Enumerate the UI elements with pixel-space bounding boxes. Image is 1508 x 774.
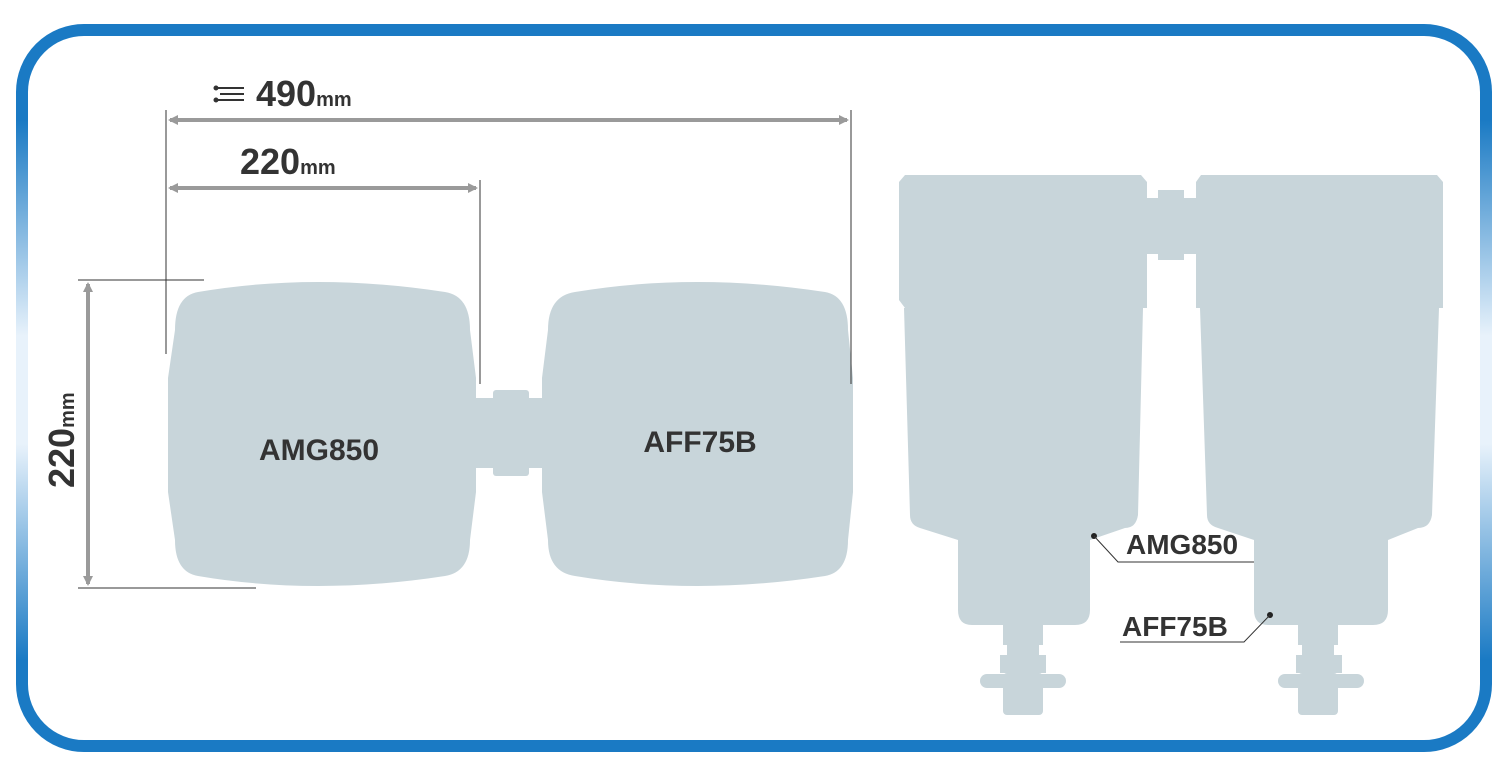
frame-side-left bbox=[16, 120, 28, 660]
dimension-490-label: 490mm bbox=[256, 73, 352, 114]
side-view-right-unit bbox=[1196, 175, 1443, 715]
side-callout-label-1: AMG850 bbox=[1126, 529, 1238, 560]
top-view-left-label: AMG850 bbox=[259, 434, 379, 467]
dimension-lines bbox=[78, 110, 852, 589]
connector-nut bbox=[493, 390, 529, 476]
top-view-right-unit bbox=[542, 282, 853, 586]
dimension-220-height-label: 220mm bbox=[41, 392, 82, 488]
top-view-left-unit bbox=[168, 282, 476, 586]
callout-leader-2 bbox=[1120, 614, 1271, 643]
callout-leader-1 bbox=[1093, 535, 1254, 563]
side-view-left-unit bbox=[899, 175, 1147, 715]
side-callout-label-2: AFF75B bbox=[1122, 611, 1228, 642]
dimension-220-width-label: 220mm bbox=[240, 141, 336, 182]
flow-direction-icon bbox=[213, 85, 244, 103]
top-view: AMG850 AFF75B bbox=[168, 282, 853, 586]
side-view bbox=[899, 175, 1443, 715]
frame-side-right bbox=[1480, 120, 1492, 660]
top-view-right-label: AFF75B bbox=[643, 426, 756, 459]
side-callouts: AMG850 AFF75B bbox=[1091, 529, 1273, 643]
